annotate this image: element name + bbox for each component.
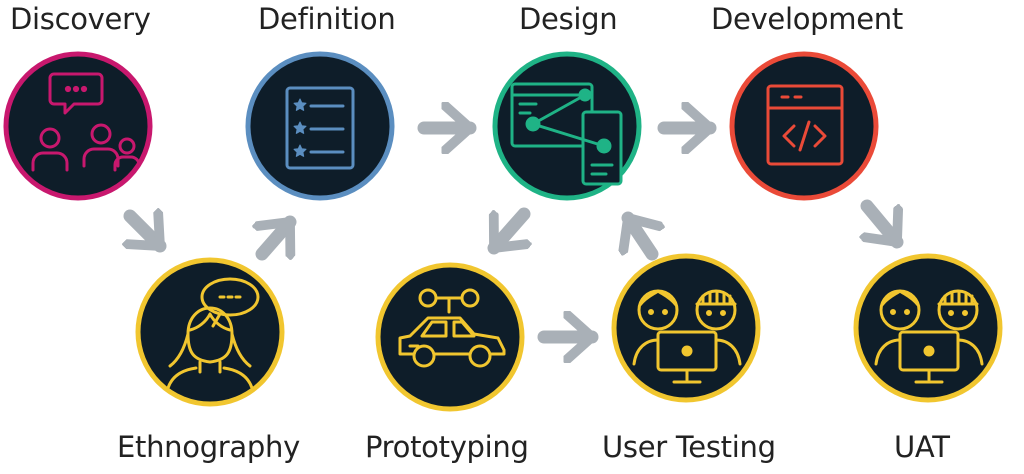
discovery-node bbox=[3, 51, 153, 201]
arrow-design-to-prototyping bbox=[487, 207, 524, 255]
definition-node bbox=[245, 51, 395, 201]
arrow-ethnography-to-definition bbox=[262, 215, 297, 261]
prototyping-node bbox=[375, 262, 525, 412]
development-node bbox=[729, 51, 879, 201]
ethnography-node bbox=[135, 257, 285, 407]
arrow-user-testing-to-design bbox=[628, 211, 652, 261]
star-list-icon bbox=[285, 86, 355, 170]
chat-group-icon bbox=[31, 72, 141, 172]
user-testing-node bbox=[611, 253, 761, 403]
windup-car-icon bbox=[398, 288, 506, 368]
label-design: Design bbox=[519, 2, 618, 36]
label-ethnography: Ethnography bbox=[117, 430, 300, 464]
code-window-icon bbox=[766, 84, 844, 166]
wireframe-icon bbox=[510, 82, 623, 186]
label-discovery: Discovery bbox=[10, 2, 151, 36]
design-node bbox=[492, 51, 642, 201]
label-uat: UAT bbox=[894, 430, 950, 464]
users-computer-icon bbox=[874, 289, 984, 384]
label-development: Development bbox=[711, 2, 903, 36]
users-computer-icon bbox=[632, 289, 742, 384]
arrow-discovery-to-ethnography bbox=[130, 216, 167, 253]
label-prototyping: Prototyping bbox=[365, 430, 529, 464]
label-user-testing: User Testing bbox=[602, 430, 776, 464]
arrow-development-to-uat bbox=[867, 199, 904, 249]
label-definition: Definition bbox=[258, 2, 396, 36]
person-speech-icon bbox=[166, 277, 260, 390]
uat-node bbox=[853, 253, 1003, 403]
